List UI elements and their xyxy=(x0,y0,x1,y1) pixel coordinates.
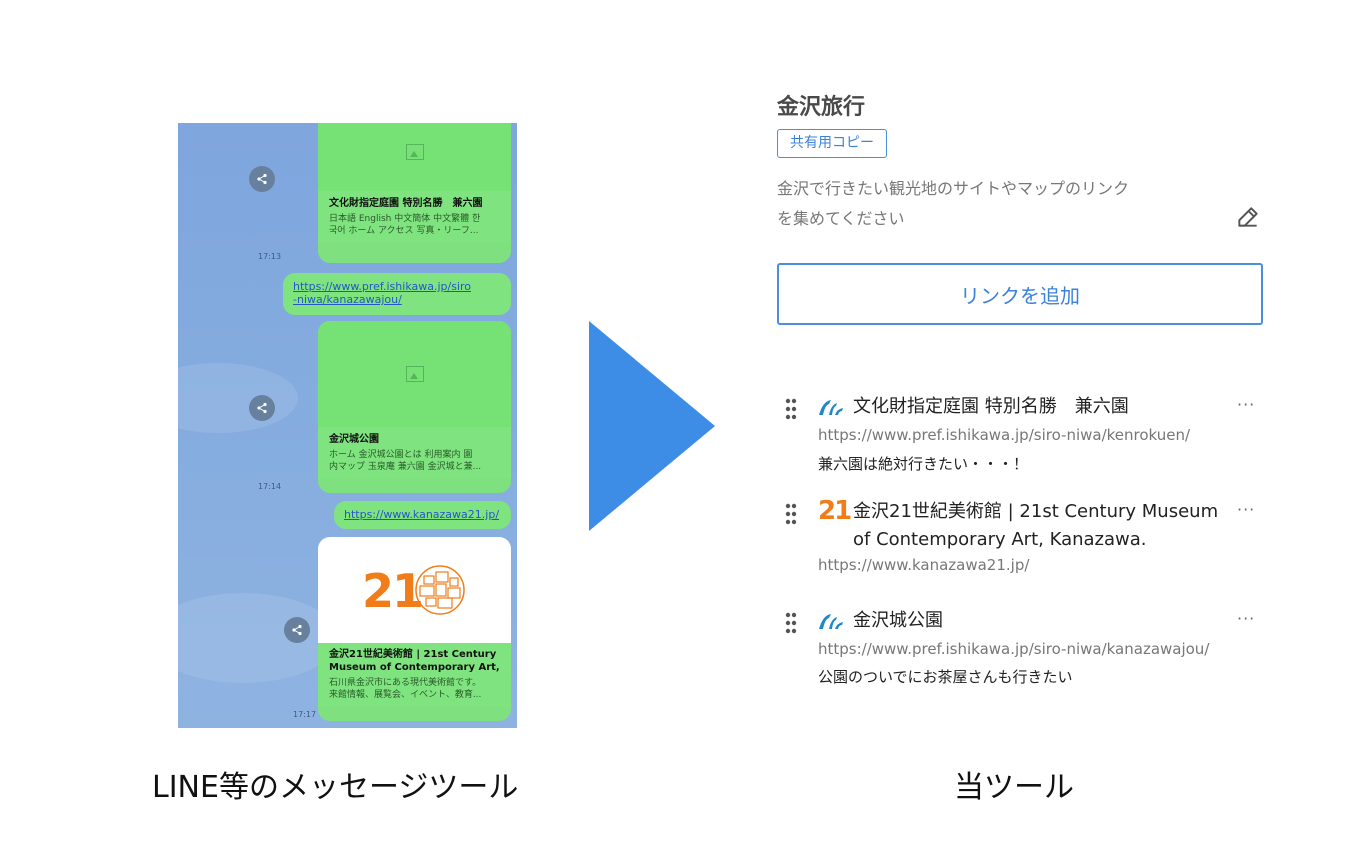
card-desc-line: 국어 ホーム アクセス 写真・リーフ... xyxy=(329,226,479,236)
share-button[interactable] xyxy=(284,617,310,643)
line-chat-screenshot: 文化財指定庭園 特別名勝 兼六園 日本語 English 中文簡体 中文繁體 한… xyxy=(178,123,517,728)
kanazawa21-logo-image: 21 xyxy=(318,537,511,643)
share-icon xyxy=(292,624,302,636)
card-desc-line: ホーム 金沢城公園とは 利用案内 園 xyxy=(329,450,473,460)
image-placeholder-icon xyxy=(405,366,424,382)
card-desc-line: 内マップ 玉泉庵 兼六園 金沢城と兼... xyxy=(329,462,482,472)
link-item-kanazawa21[interactable]: 21 金沢21世紀美術館 | 21st Century Museum of Co… xyxy=(777,496,1266,578)
share-copy-button[interactable]: 共有用コピー xyxy=(777,129,887,158)
caption-right: 当ツール xyxy=(954,770,1074,805)
message-time: 17:14 xyxy=(258,482,282,491)
description-text: 金沢で行きたい観光地のサイトやマップのリンク を集めてください xyxy=(777,174,1237,234)
background-cloud xyxy=(178,593,338,683)
description-line: を集めてください xyxy=(777,209,905,228)
link-item-kenrokuen[interactable]: 文化財指定庭園 特別名勝 兼六園 https://www.pref.ishika… xyxy=(777,393,1266,473)
link-title[interactable]: 金沢21世紀美術館 | 21st Century Museum of Conte… xyxy=(853,498,1243,554)
preview-image xyxy=(318,321,511,427)
background-cloud xyxy=(178,363,298,433)
logo-21-text: 21 xyxy=(362,564,424,618)
link-url[interactable]: https://www.kanazawa21.jp/ xyxy=(818,556,1030,574)
link-text[interactable]: -niwa/kanazawajou/ xyxy=(293,293,402,306)
message-time: 17:13 xyxy=(258,252,282,261)
card-title: Museum of Contemporary Art, Ka... xyxy=(329,662,501,673)
card-title: 金沢21世紀美術館 | 21st Century xyxy=(329,649,497,660)
link-text[interactable]: https://www.pref.ishikawa.jp/siro xyxy=(293,280,472,293)
link-message-kanazawa21[interactable]: https://www.kanazawa21.jp/ xyxy=(334,501,511,529)
card-desc-line: 石川県金沢市にある現代美術館です。 xyxy=(329,678,482,688)
link-item-kanazawajou[interactable]: 金沢城公園 https://www.pref.ishikawa.jp/siro-… xyxy=(777,607,1266,687)
share-icon xyxy=(257,173,267,185)
museum-logo-icon xyxy=(415,565,465,615)
card-title: 金沢城公園 xyxy=(329,434,379,445)
right-arrow-icon xyxy=(589,321,715,531)
link-title-line[interactable]: 金沢21世紀美術館 | 21st Century Museum xyxy=(853,501,1219,522)
pref-ishikawa-icon xyxy=(819,400,843,415)
card-desc-line: 日本語 English 中文簡体 中文繁體 한 xyxy=(329,214,481,224)
share-button[interactable] xyxy=(249,395,275,421)
card-description: ホーム 金沢城公園とは 利用案内 園 内マップ 玉泉庵 兼六園 金沢城と兼... xyxy=(329,449,501,473)
link-url[interactable]: https://www.pref.ishikawa.jp/siro-niwa/k… xyxy=(818,426,1191,444)
more-options-button[interactable]: ··· xyxy=(1237,395,1256,414)
link-url[interactable]: https://www.pref.ishikawa.jp/siro-niwa/k… xyxy=(818,640,1210,658)
link-note: 公園のついでにお茶屋さんも行きたい xyxy=(818,668,1073,686)
link-note: 兼六園は絶対行きたい・・・！ xyxy=(818,455,1029,473)
link-preview-card-kenrokuen[interactable]: 文化財指定庭園 特別名勝 兼六園 日本語 English 中文簡体 中文繁體 한… xyxy=(318,123,511,263)
link-title[interactable]: 金沢城公園 xyxy=(853,610,943,631)
preview-image xyxy=(318,123,511,191)
card-description: 日本語 English 中文簡体 中文繁體 한 국어 ホーム アクセス 写真・リ… xyxy=(329,213,501,237)
link-title[interactable]: 文化財指定庭園 特別名勝 兼六園 xyxy=(853,396,1129,417)
collection-title: 金沢旅行 xyxy=(777,95,866,120)
pref-ishikawa-icon xyxy=(819,614,843,629)
share-button[interactable] xyxy=(249,166,275,192)
add-link-button[interactable]: リンクを追加 xyxy=(777,263,1263,325)
link-preview-card-kanazawajou[interactable]: 金沢城公園 ホーム 金沢城公園とは 利用案内 園 内マップ 玉泉庵 兼六園 金沢… xyxy=(318,321,511,493)
card-desc-line: 来館情報、展覧会、イベント、教育... xyxy=(329,690,482,700)
link-collection-panel: 金沢旅行 共有用コピー 金沢で行きたい観光地のサイトやマップのリンク を集めてく… xyxy=(777,90,1266,686)
share-icon xyxy=(257,402,267,414)
link-message-kanazawajou[interactable]: https://www.pref.ishikawa.jp/siro -niwa/… xyxy=(283,273,511,315)
more-options-button[interactable]: ··· xyxy=(1237,500,1256,519)
message-time: 17:17 xyxy=(293,710,317,719)
link-title-line[interactable]: of Contemporary Art, Kanazawa. xyxy=(853,529,1147,550)
drag-handle-icon[interactable] xyxy=(785,611,797,635)
card-title: 文化財指定庭園 特別名勝 兼六園 xyxy=(329,198,483,209)
drag-handle-icon[interactable] xyxy=(785,502,797,526)
collection-description: 金沢で行きたい観光地のサイトやマップのリンク を集めてください xyxy=(777,174,1266,234)
drag-handle-icon[interactable] xyxy=(785,397,797,421)
description-line: 金沢で行きたい観光地のサイトやマップのリンク xyxy=(777,179,1130,198)
link-text[interactable]: https://www.kanazawa21.jp/ xyxy=(344,508,500,521)
card-description: 石川県金沢市にある現代美術館です。 来館情報、展覧会、イベント、教育... xyxy=(329,677,501,701)
more-options-button[interactable]: ··· xyxy=(1237,609,1256,628)
link-preview-card-kanazawa21[interactable]: 21 金沢21世紀美術館 | 21st Century Museum of Co… xyxy=(318,537,511,721)
edit-icon[interactable] xyxy=(1235,204,1261,230)
image-placeholder-icon xyxy=(405,144,424,160)
kanazawa21-icon: 21 xyxy=(818,496,852,526)
caption-left: LINE等のメッセージツール xyxy=(152,770,519,805)
